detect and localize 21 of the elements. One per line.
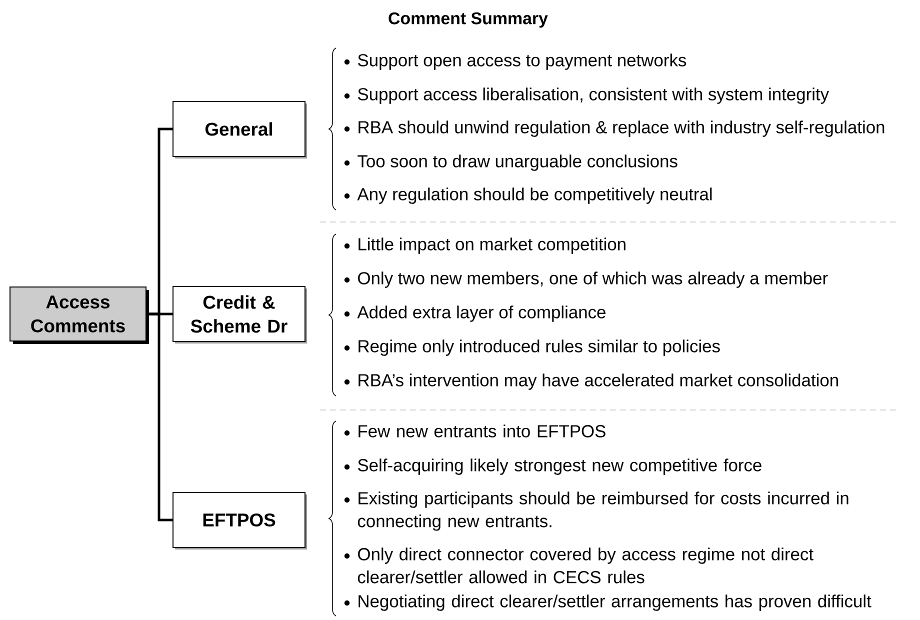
connector [146, 312, 172, 522]
bullet-item: Added extra layer of compliance [344, 306, 606, 322]
bullet-item: Existing participants should be reimbursed for costs incurred in connecting new entrants. [344, 492, 848, 531]
title: Comment Summary [388, 12, 548, 28]
bullet-item: Little impact on market competition [344, 238, 626, 254]
bullet-item: Any regulation should be competitively neutral [344, 188, 712, 204]
bullet-item: Support access liberalisation, consistent with system integrity [344, 88, 829, 104]
bullet-item: Support open access to payment networks [344, 54, 686, 70]
category-box: Credit & Scheme Dr [172, 286, 307, 344]
bullet-item: Few new entrants into EFTPOS [344, 424, 606, 438]
category-box: Access Comments [10, 286, 149, 344]
bullet-item: Too soon to draw unarguable conclusions [344, 154, 678, 171]
bullet-item: RBA’s intervention may have accelerated market consolidation [344, 374, 838, 390]
bullet-item: Self-acquiring likely strongest new competitive force [344, 458, 762, 475]
bullet-item: Only two new members, one of which was already a member [344, 272, 828, 288]
category-box: EFTPOS [172, 492, 307, 550]
bullet-item: Regime only introduced rules similar to policies [344, 340, 720, 356]
bullet-item: Only direct connector covered by access regime not direct clearer/settler allowed in CECS rules [344, 548, 814, 584]
bullet-item: RBA should unwind regulation & replace with industry self-regulation [344, 120, 884, 137]
bullet-item: Negotiating direct clearer/settler arrangements has proven difficult [344, 594, 872, 611]
category-box: General [172, 101, 307, 158]
